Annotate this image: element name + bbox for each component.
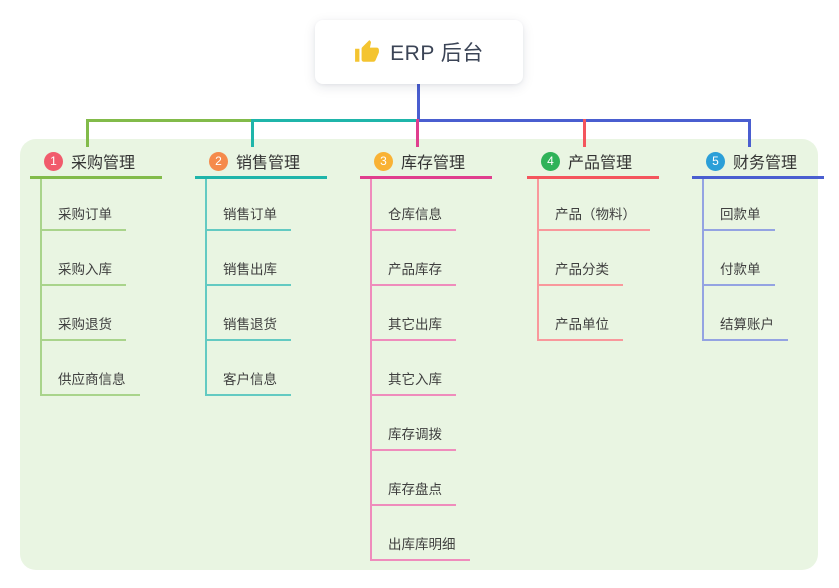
child-node[interactable]: 仓库信息 [370,205,456,231]
branch-trunk-line [537,179,539,341]
child-node[interactable]: 库存盘点 [370,480,456,506]
branch-trunk-line [702,179,704,341]
branch-header-inventory[interactable]: 3 库存管理 [360,146,492,179]
child-node[interactable]: 产品单位 [537,315,623,341]
child-node[interactable]: 结算账户 [702,315,788,341]
connector-drop-purchase [86,119,89,147]
child-node[interactable]: 库存调拨 [370,425,456,451]
branch-purchase: 1 采购管理 采购订单 采购入库 采购退货 供应商信息 [30,146,190,570]
child-node[interactable]: 回款单 [702,205,775,231]
branch-header-sales[interactable]: 2 销售管理 [195,146,327,179]
branches-panel [20,139,818,570]
connector-drop-product [583,119,586,147]
child-node[interactable]: 其它出库 [370,315,456,341]
branch-number-badge: 2 [209,151,228,171]
child-node[interactable]: 采购入库 [40,260,126,286]
thumbs-up-icon [355,40,380,62]
child-node[interactable]: 付款单 [702,260,775,286]
connector-drop-sales [251,119,254,147]
branch-label: 财务管理 [733,155,798,172]
child-node[interactable]: 采购订单 [40,205,126,231]
branch-trunk-line [370,179,372,561]
branch-trunk-line [205,179,207,396]
connector-bus-segment-green [86,119,252,122]
child-node[interactable]: 采购退货 [40,315,126,341]
branch-inventory: 3 库存管理 仓库信息 产品库存 其它出库 其它入库 库存调拨 库存盘点 出库库… [360,146,520,570]
child-node[interactable]: 销售订单 [205,205,291,231]
child-node[interactable]: 销售退货 [205,315,291,341]
child-node[interactable]: 供应商信息 [40,370,140,396]
branch-label: 库存管理 [401,155,466,172]
branch-label: 产品管理 [568,155,633,172]
connector-bus-segment-teal [251,119,417,122]
connector-drop-finance [748,119,751,147]
child-node[interactable]: 销售出库 [205,260,291,286]
branch-header-purchase[interactable]: 1 采购管理 [30,146,162,179]
branch-header-finance[interactable]: 5 财务管理 [692,146,824,179]
child-node[interactable]: 出库库明细 [370,535,470,561]
branch-trunk-line [40,179,42,396]
branch-number-badge: 3 [374,151,393,171]
child-node[interactable]: 产品分类 [537,260,623,286]
child-node[interactable]: 产品库存 [370,260,456,286]
branch-number-badge: 1 [44,151,63,171]
connector-drop-inventory [416,119,419,147]
branch-sales: 2 销售管理 销售订单 销售出库 销售退货 客户信息 [195,146,355,570]
child-node[interactable]: 客户信息 [205,370,291,396]
branch-label: 销售管理 [236,155,301,172]
branch-header-product[interactable]: 4 产品管理 [527,146,659,179]
child-node[interactable]: 其它入库 [370,370,456,396]
branch-finance: 5 财务管理 回款单 付款单 结算账户 [692,146,839,570]
branch-label: 采购管理 [71,155,136,172]
child-node[interactable]: 产品（物料） [537,205,650,231]
branch-number-badge: 4 [541,151,560,171]
root-node[interactable]: ERP 后台 [315,20,523,84]
root-connector-line [417,84,420,121]
branch-product: 4 产品管理 产品（物料） 产品分类 产品单位 [527,146,687,570]
root-node-label: ERP 后台 [390,42,484,65]
branch-number-badge: 5 [706,151,725,171]
